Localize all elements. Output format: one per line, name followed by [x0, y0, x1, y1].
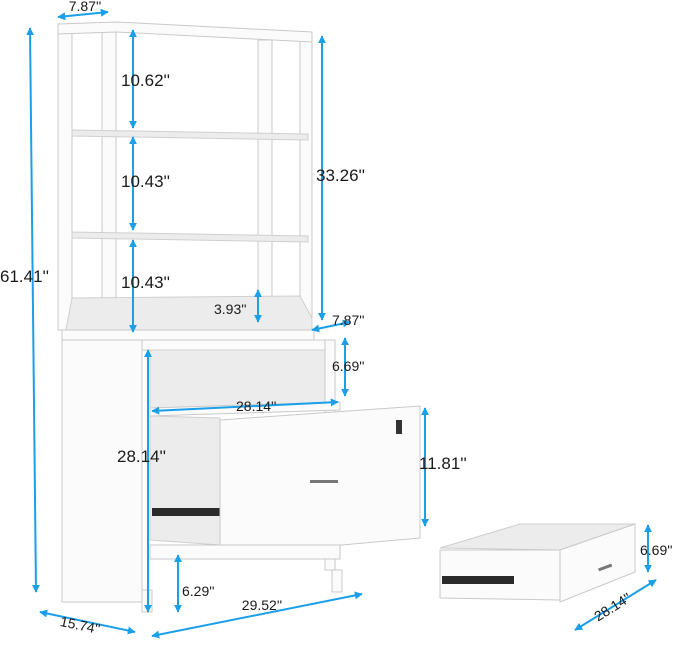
arrow-cabinet-depth [39, 609, 136, 635]
arrow-top-depth [57, 8, 109, 21]
label-back-rail: 3.93'' [214, 301, 247, 317]
label-cabinet-depth: 15.74'' [59, 613, 102, 637]
label-shelf-1: 10.62'' [121, 71, 170, 90]
label-drawer-box-height: 6.69'' [640, 542, 673, 558]
file-cabinet [61, 329, 421, 613]
arrow-cabinet-width [151, 591, 363, 639]
label-leg-clearance: 6.29'' [182, 583, 215, 599]
arrow-total-height [26, 27, 40, 593]
label-total-height: 61.41'' [0, 267, 49, 286]
dimension-arrows [26, 8, 657, 639]
label-cabinet-height: 28.14'' [117, 447, 166, 466]
label-cabinet-width: 29.52'' [242, 597, 282, 613]
label-drawer-box-length: 28.14'' [591, 589, 634, 624]
label-top-depth: 7.87'' [69, 0, 102, 14]
bookshelf-hutch [57, 21, 313, 331]
label-cubby-height: 6.69'' [332, 358, 365, 374]
label-shelf-3: 10.43'' [121, 273, 170, 292]
drawer-box [439, 523, 636, 603]
arrow-drawer-box-length [574, 579, 657, 631]
arrow-inner-width [151, 398, 339, 415]
label-hutch-height: 33.26'' [316, 166, 365, 185]
label-shelf-2: 10.43'' [121, 172, 170, 191]
label-drawer-height: 11.81'' [419, 454, 467, 473]
label-inner-width: 28.14'' [236, 398, 276, 414]
arrow-hutch-depth [311, 319, 351, 333]
label-hutch-depth: 7.87'' [332, 312, 365, 328]
